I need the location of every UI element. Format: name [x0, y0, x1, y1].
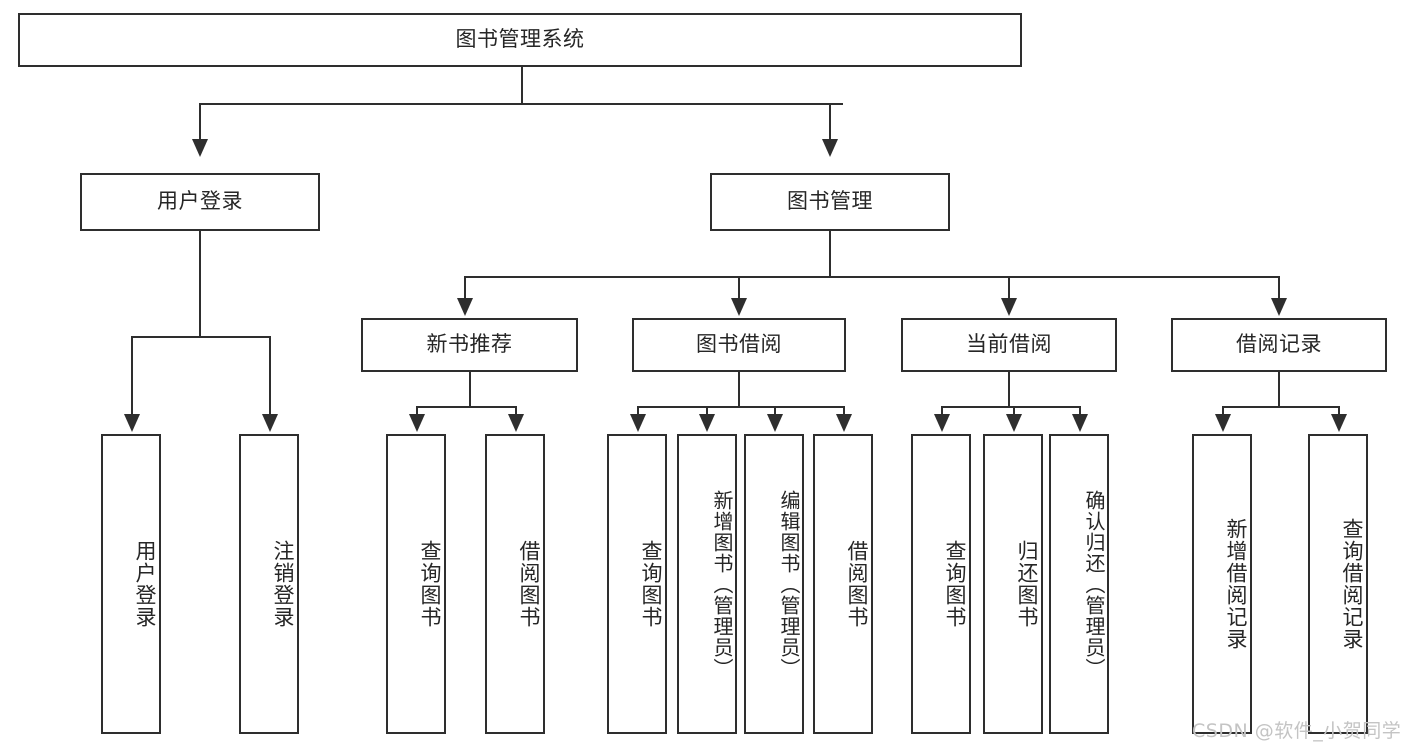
arrowhead-root-to-login [192, 139, 208, 157]
connector-bookmgmt-bar [464, 276, 1279, 278]
arrowhead-login-to-leaf1 [124, 414, 140, 432]
leaf-edit-book-admin-label: 编辑图书（管理员） [777, 489, 801, 679]
connector-login-to-leaf2 [269, 336, 271, 416]
arrowhead-borrow-to-leaf4 [836, 414, 852, 432]
node-current-borrow[interactable]: 当前借阅 [901, 318, 1117, 372]
connector-bookmgmt-to-current [1008, 276, 1010, 300]
connector-login-stem [199, 231, 201, 336]
leaf-logout-label: 注销登录 [271, 540, 295, 628]
leaf-user-login-label: 用户登录 [133, 540, 157, 628]
node-book-management[interactable]: 图书管理 [710, 173, 950, 231]
leaf-borrow-book[interactable]: 借阅图书 [813, 434, 873, 734]
arrowhead-bookmgmt-to-current [1001, 298, 1017, 316]
leaf-add-borrow-record-label: 新增借阅记录 [1224, 518, 1248, 650]
connector-borrow-bar [637, 406, 844, 408]
connector-current-bar [941, 406, 1079, 408]
node-book-borrow[interactable]: 图书借阅 [632, 318, 846, 372]
arrowhead-current-to-leaf2 [1006, 414, 1022, 432]
arrowhead-bookmgmt-to-newbook [457, 298, 473, 316]
connector-record-to-leaf1 [1222, 406, 1224, 416]
leaf-borrow-book-newbook[interactable]: 借阅图书 [485, 434, 545, 734]
node-user-login[interactable]: 用户登录 [80, 173, 320, 231]
node-current-borrow-label: 当前借阅 [966, 332, 1052, 357]
node-book-borrow-label: 图书借阅 [696, 332, 782, 357]
connector-login-to-leaf1 [131, 336, 133, 416]
connector-current-to-leaf3 [1079, 406, 1081, 416]
node-book-management-label: 图书管理 [787, 189, 873, 214]
leaf-query-book-borrow-label: 查询图书 [639, 540, 663, 628]
arrowhead-newbook-to-leaf2 [508, 414, 524, 432]
arrowhead-borrow-to-leaf2 [699, 414, 715, 432]
leaf-borrow-book-label: 借阅图书 [845, 540, 869, 628]
connector-borrow-to-leaf3 [774, 406, 776, 416]
leaf-add-book-admin[interactable]: 新增图书（管理员） [677, 434, 737, 734]
connector-root-bar [199, 103, 843, 105]
node-borrow-record-label: 借阅记录 [1236, 332, 1322, 357]
arrowhead-borrow-to-leaf3 [767, 414, 783, 432]
connector-borrow-to-leaf2 [706, 406, 708, 416]
connector-newbook-to-leaf1 [416, 406, 418, 416]
node-user-login-label: 用户登录 [157, 189, 243, 214]
connector-borrow-stem [738, 372, 740, 406]
arrowhead-current-to-leaf1 [934, 414, 950, 432]
leaf-query-book-borrow[interactable]: 查询图书 [607, 434, 667, 734]
connector-bookmgmt-to-record [1278, 276, 1280, 300]
arrowhead-current-to-leaf3 [1072, 414, 1088, 432]
arrowhead-record-to-leaf2 [1331, 414, 1347, 432]
leaf-borrow-book-newbook-label: 借阅图书 [517, 540, 541, 628]
connector-newbook-stem [469, 372, 471, 406]
connector-record-to-leaf2 [1338, 406, 1340, 416]
csdn-watermark: CSDN @软件_小贺同学 [1192, 720, 1402, 742]
leaf-logout[interactable]: 注销登录 [239, 434, 299, 734]
arrowhead-login-to-leaf2 [262, 414, 278, 432]
leaf-add-borrow-record[interactable]: 新增借阅记录 [1192, 434, 1252, 734]
connector-root-stem [521, 67, 523, 103]
arrowhead-root-to-bookmgmt [822, 139, 838, 157]
node-borrow-record[interactable]: 借阅记录 [1171, 318, 1387, 372]
connector-newbook-to-leaf2 [515, 406, 517, 416]
leaf-query-book-current[interactable]: 查询图书 [911, 434, 971, 734]
connector-current-to-leaf2 [1013, 406, 1015, 416]
leaf-edit-book-admin[interactable]: 编辑图书（管理员） [744, 434, 804, 734]
arrowhead-borrow-to-leaf1 [630, 414, 646, 432]
leaf-add-book-admin-label: 新增图书（管理员） [710, 489, 734, 679]
connector-bookmgmt-stem [829, 231, 831, 276]
arrowhead-newbook-to-leaf1 [409, 414, 425, 432]
connector-borrow-to-leaf4 [843, 406, 845, 416]
node-root-label: 图书管理系统 [455, 27, 585, 52]
connector-newbook-bar [416, 406, 516, 408]
arrowhead-bookmgmt-to-record [1271, 298, 1287, 316]
connector-borrow-to-leaf1 [637, 406, 639, 416]
leaf-query-borrow-record[interactable]: 查询借阅记录 [1308, 434, 1368, 734]
node-new-book-recommend-label: 新书推荐 [426, 332, 513, 357]
leaf-return-book[interactable]: 归还图书 [983, 434, 1043, 734]
arrowhead-bookmgmt-to-borrow [731, 298, 747, 316]
leaf-query-book-newbook-label: 查询图书 [418, 540, 442, 628]
connector-bookmgmt-to-newbook [464, 276, 466, 300]
connector-root-to-login [199, 103, 201, 139]
connector-root-to-bookmgmt [829, 103, 831, 139]
leaf-query-borrow-record-label: 查询借阅记录 [1340, 518, 1364, 650]
leaf-query-book-current-label: 查询图书 [943, 540, 967, 628]
leaf-query-book-newbook[interactable]: 查询图书 [386, 434, 446, 734]
leaf-confirm-return-admin-label: 确认归还（管理员） [1082, 489, 1106, 679]
connector-current-to-leaf1 [941, 406, 943, 416]
leaf-user-login[interactable]: 用户登录 [101, 434, 161, 734]
connector-login-bar [131, 336, 269, 338]
arrowhead-record-to-leaf1 [1215, 414, 1231, 432]
connector-bookmgmt-to-borrow [738, 276, 740, 300]
connector-current-stem [1008, 372, 1010, 406]
connector-record-stem [1278, 372, 1280, 406]
node-new-book-recommend[interactable]: 新书推荐 [361, 318, 578, 372]
node-root[interactable]: 图书管理系统 [18, 13, 1022, 67]
leaf-confirm-return-admin[interactable]: 确认归还（管理员） [1049, 434, 1109, 734]
leaf-return-book-label: 归还图书 [1015, 540, 1039, 628]
connector-record-bar [1222, 406, 1339, 408]
